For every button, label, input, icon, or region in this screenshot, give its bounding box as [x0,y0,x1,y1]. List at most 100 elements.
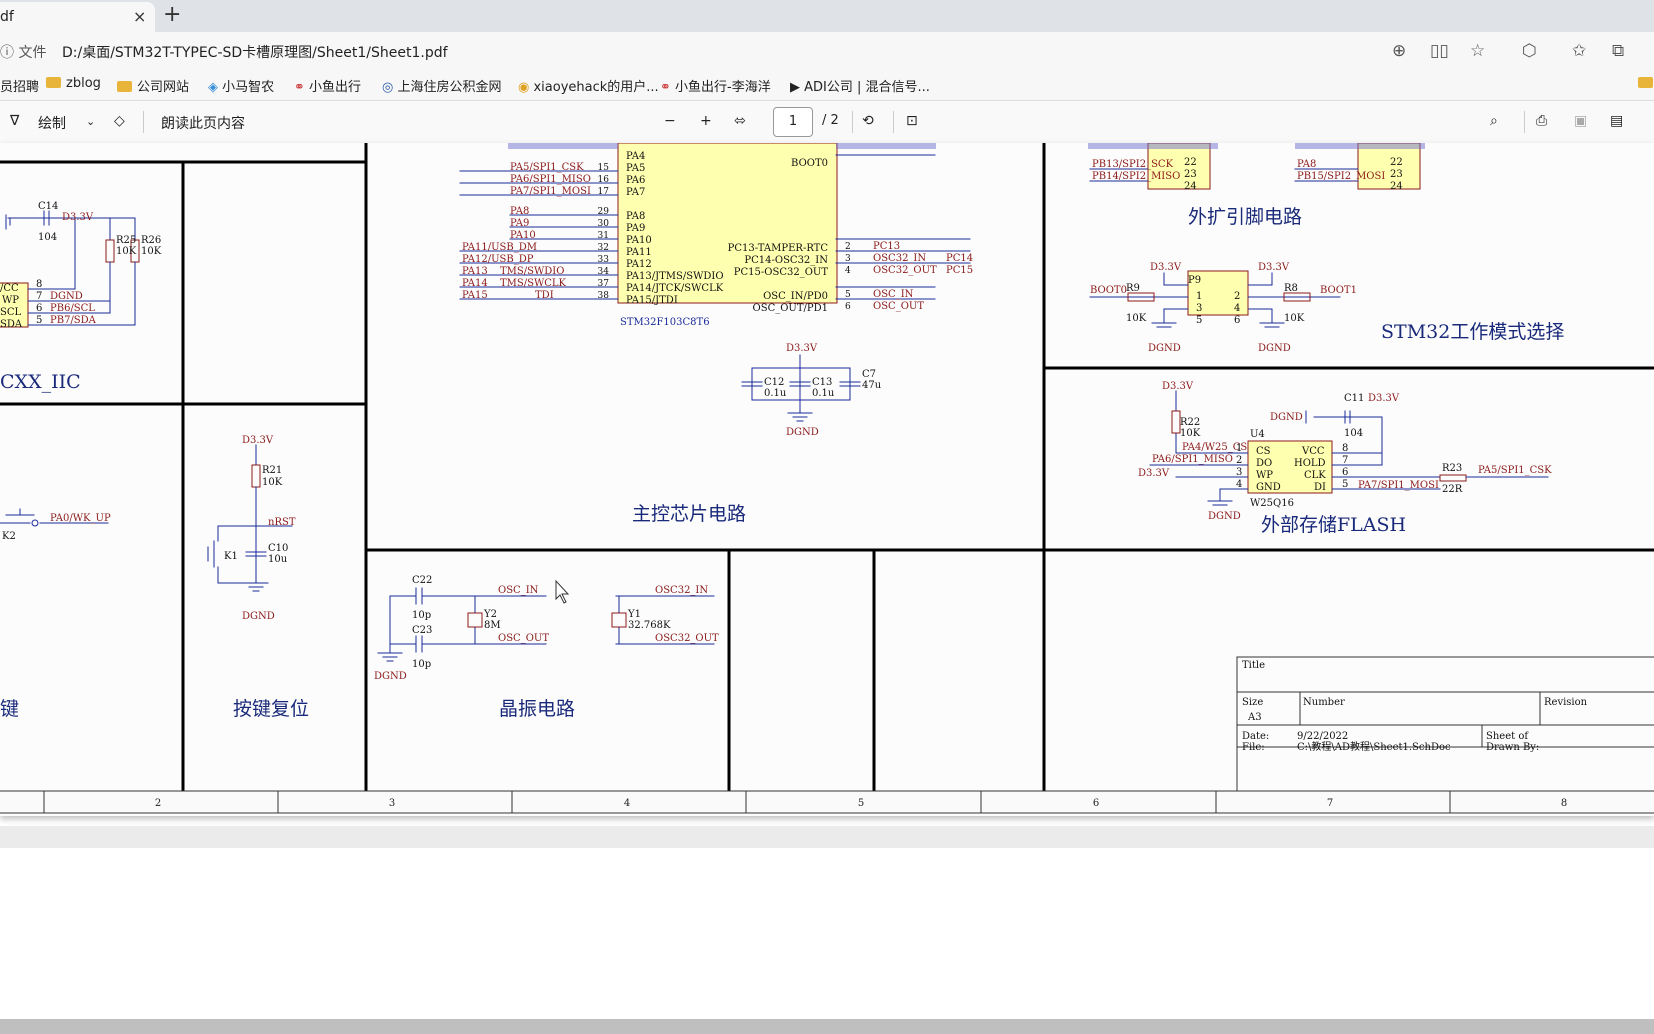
net-label: DGND [242,611,275,622]
zoom-in-icon[interactable]: + [700,113,712,129]
section-title: 外部存储FLASH [1261,514,1406,536]
pin-label: PC15-OSC32_OUT [734,267,829,278]
chip-name: STM32F103C8T6 [620,317,710,328]
value-label: 104 [38,232,57,243]
pin-number: 22 [1390,157,1403,168]
pin-number: 37 [598,279,610,289]
save-as-icon[interactable]: ▤ [1610,113,1624,129]
net-label: PB6/SCL [50,303,95,314]
pin-number: 34 [598,267,610,277]
zoom-icon[interactable]: ⊕ [1392,41,1407,61]
chevron-down-icon[interactable]: ⌄ [86,115,96,128]
bookmark-item[interactable]: 员招聘 [0,80,40,95]
net-label: TDI [535,290,554,301]
net-label: D3.3V [242,435,274,446]
pin-number: 2 [1234,291,1240,302]
extensions-icon[interactable]: ⬡ [1522,41,1537,61]
net-label: D3.3V [1162,381,1194,392]
bookmark-item[interactable]: ◎ 上海住房公积金网 [382,80,502,95]
new-tab-icon[interactable]: + [163,2,182,27]
net-label: PA8 [1297,159,1316,170]
browser-tab[interactable]: df × [0,2,155,32]
draw-icon[interactable]: ∇ [10,113,20,129]
pdf-toolbar: ∇ 绘制 ⌄ ◇ 朗读此页内容 − + ⬄ 1 / 2 ⟲ ⊡ ⌕ ⎙ ▣ ▤ [0,101,1654,144]
close-icon[interactable]: × [133,7,147,26]
search-icon[interactable]: ⌕ [1490,113,1498,129]
pin-number: 6 [845,302,851,312]
pin-number: 32 [598,243,609,253]
net-label: PA10 [510,230,536,241]
eraser-icon[interactable]: ◇ [114,113,125,129]
horizontal-scrollbar[interactable] [0,1019,1654,1034]
ref-label: C7 [862,369,876,380]
read-aloud-button[interactable]: 朗读此页内容 [161,116,245,132]
pin-number: 16 [598,175,610,185]
value-label: 104 [1344,428,1363,439]
tb-file: C:\教程\AD教程\Sheet1.SchDoc [1297,740,1451,753]
value-label: 10p [412,659,431,670]
favorite-star-icon[interactable]: ☆ [1470,41,1486,61]
pin-number: 7 [1342,455,1348,466]
rotate-icon[interactable]: ⟲ [862,113,874,129]
bookmark-item[interactable]: zblog [46,76,101,91]
page-view-icon[interactable]: ⊡ [906,113,918,129]
net-label: DGND [1270,412,1303,423]
pin-number: 3 [1196,303,1202,314]
net-label: DGND [786,427,819,438]
ref-label: U4 [1250,429,1265,440]
reader-view-icon[interactable]: ▯▯ [1430,41,1449,61]
leaf-icon: ◈ [208,80,223,95]
bookmark-item[interactable]: ⚭ 小鱼出行-李海洋 [660,80,771,95]
pin-label: CLK [1304,470,1326,481]
pin-label: PA9 [626,223,645,234]
bookmarks-bar: 员招聘 zblog 公司网站 ◈ 小马智农 ⚭ 小鱼出行 ◎ 上海住房公积金网 … [0,70,1654,101]
header-right [1357,143,1421,190]
fit-width-icon[interactable]: ⬄ [734,113,746,129]
ref-label: C13 [812,377,832,388]
zoom-out-icon[interactable]: − [664,113,676,129]
pin-label: VCC [1301,446,1325,457]
pin-number: 24 [1390,181,1403,192]
collections-icon[interactable]: ⧉ [1612,41,1625,61]
chip-name: W25Q16 [1250,498,1294,509]
bike-icon: ⚭ [660,80,676,95]
tb-drawn: Drawn By: [1486,742,1539,753]
ref-label: C23 [412,625,432,636]
pin-number: 5 [36,315,42,326]
folder-icon[interactable] [1638,76,1654,91]
ruler-label: 5 [858,798,864,809]
net-label: PA11/USB_DM [462,242,537,253]
net-label: PA6/SPI1_MISO [1152,454,1233,465]
pdf-viewer[interactable]: 2 3 4 5 6 7 8 Size Title Number Revision… [0,143,1654,1034]
favorites-icon[interactable]: ✩ [1572,41,1587,61]
pin-label: WP [1256,470,1273,481]
pin-number: 23 [1390,169,1403,180]
divider [143,111,144,133]
ref-label: Y1 [627,609,641,620]
bookmark-item[interactable]: ▶ ADI公司 | 混合信号... [790,80,930,95]
ref-label: R9 [1126,283,1140,294]
net-label: OSC_OUT [873,301,924,312]
ruler-label: 6 [1093,798,1099,809]
bookmark-item[interactable]: 公司网站 [117,76,189,95]
ref-label: C22 [412,575,432,586]
print-icon[interactable]: ⎙ [1536,113,1548,129]
url-text[interactable]: D:/桌面/STM32T-TYPEC-SD卡槽原理图/Sheet1/Sheet1… [62,45,448,61]
net-label: OSC_OUT [498,633,549,644]
pin-number: 3 [845,254,851,264]
bookmark-item[interactable]: ⚭ 小鱼出行 [294,80,362,95]
net-label: DGND [374,671,407,682]
net-label: D3.3V [1138,468,1170,479]
net-label: OSC32_IN [655,585,708,596]
bookmark-item[interactable]: ◉ xiaoyehack的用户... [518,80,659,95]
save-icon[interactable]: ▣ [1574,113,1588,129]
page-number-input[interactable]: 1 [773,107,813,137]
bookmark-item[interactable]: ◈ 小马智农 [208,80,275,95]
pin-label: HOLD [1294,458,1326,469]
draw-button[interactable]: 绘制 [38,116,66,132]
flash-chip [1247,440,1333,494]
tb-sheet: Sheet of [1486,731,1529,742]
address-bar[interactable]: ⓘ 文件 D:/桌面/STM32T-TYPEC-SD卡槽原理图/Sheet1/S… [0,32,1654,70]
mouse-cursor-icon [555,579,570,604]
pin-label: OSC_OUT/PD1 [753,303,828,314]
